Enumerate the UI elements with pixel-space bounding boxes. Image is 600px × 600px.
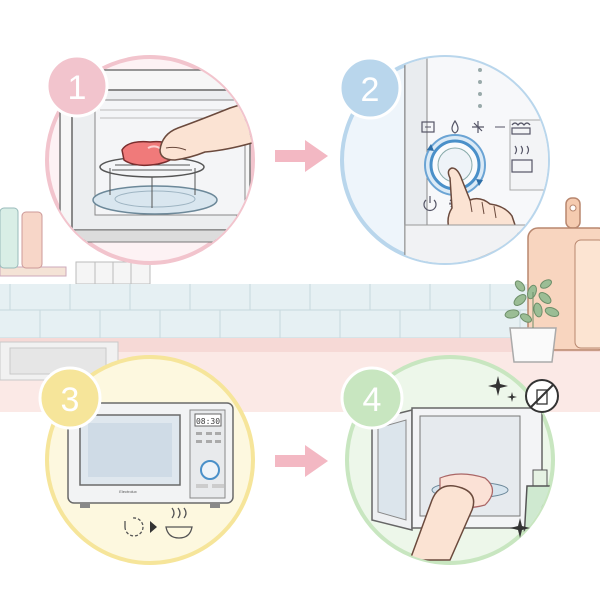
sparkle-icon [507, 392, 517, 402]
power-icon[interactable] [423, 196, 437, 211]
sparkle-icon [488, 376, 508, 396]
steam-icon[interactable] [511, 145, 533, 173]
water-drop-icon[interactable] [451, 119, 459, 134]
step-4-number: 4 [363, 381, 382, 419]
kitchen-background [0, 197, 600, 412]
step-1-number: 1 [68, 69, 87, 107]
play-icon [150, 521, 157, 533]
arrow-right-icon [275, 140, 328, 172]
arrow-right-icon [275, 445, 328, 477]
step-2-panel: 2 [338, 55, 550, 265]
hand-icon [408, 485, 475, 561]
display-readout: 08:30 [196, 417, 220, 426]
step-1-panel: 1 [45, 54, 255, 265]
sparkle-icon [510, 518, 530, 538]
hand-icon [159, 96, 253, 161]
cutting-board [527, 197, 600, 351]
no-spray-icon [525, 379, 559, 413]
jar-icon [0, 207, 19, 269]
grill-icon[interactable] [511, 122, 531, 135]
step-4-panel: 4 [340, 355, 559, 565]
hot-dish-icon [165, 507, 193, 539]
control-dial[interactable] [200, 460, 220, 480]
brand-label: Electrolux [119, 489, 137, 494]
timer-icon [124, 517, 144, 537]
microwave: 08:30 Electrolux [67, 402, 234, 539]
step-3-number: 3 [61, 381, 80, 419]
potted-plant [504, 279, 560, 363]
step-2-number: 2 [361, 71, 380, 109]
control-dial[interactable] [424, 134, 486, 196]
jar-icon [21, 211, 43, 269]
step-3-panel: 08:30 Electrolux 3 [38, 355, 255, 565]
defrost-icon[interactable] [472, 121, 484, 133]
weight-icon[interactable] [421, 121, 435, 133]
